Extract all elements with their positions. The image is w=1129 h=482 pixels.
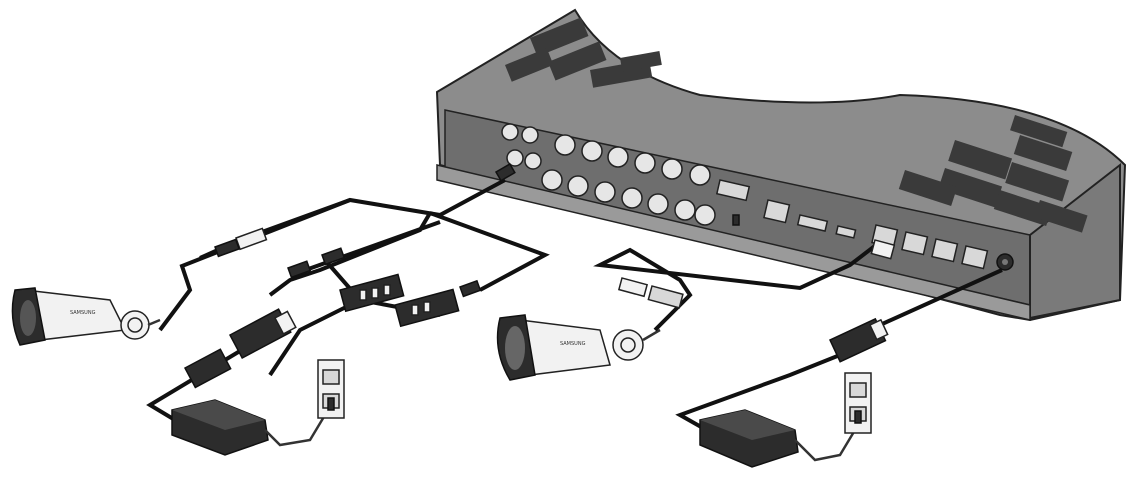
dvr-vents-top: [505, 17, 662, 88]
wall-outlet-left: [317, 359, 345, 419]
hdmi-port: [796, 214, 829, 232]
lan-port: [763, 199, 791, 224]
power-adapter-left: [171, 399, 327, 456]
camera-left-brand: SAMSUNG: [70, 310, 96, 316]
bnc-video-inputs: [541, 134, 716, 226]
camera-center-brand: SAMSUNG: [560, 341, 586, 347]
camera-power-cable: [268, 211, 550, 297]
bullet-camera-center: SAMSUNG: [496, 314, 661, 381]
power-splitter: [339, 273, 460, 328]
dvr-recorder: [435, 8, 1127, 322]
dvr-power-cable: [675, 268, 1003, 434]
usb-port: [835, 225, 857, 239]
vga-port: [715, 179, 751, 202]
bnc-connectors: [214, 162, 516, 298]
wall-outlet-right: [844, 372, 872, 434]
inline-power-connector: [183, 308, 297, 389]
dvr-vents-side: [898, 115, 1088, 233]
network-cable: [593, 240, 882, 332]
network-connectors: [617, 239, 896, 309]
audio-jacks: [501, 123, 542, 170]
poe-ports: [871, 224, 989, 270]
dvr-power-connector: [829, 317, 889, 363]
bullet-camera-left: SAMSUNG: [11, 287, 161, 346]
power-adapter-right: [699, 409, 857, 468]
